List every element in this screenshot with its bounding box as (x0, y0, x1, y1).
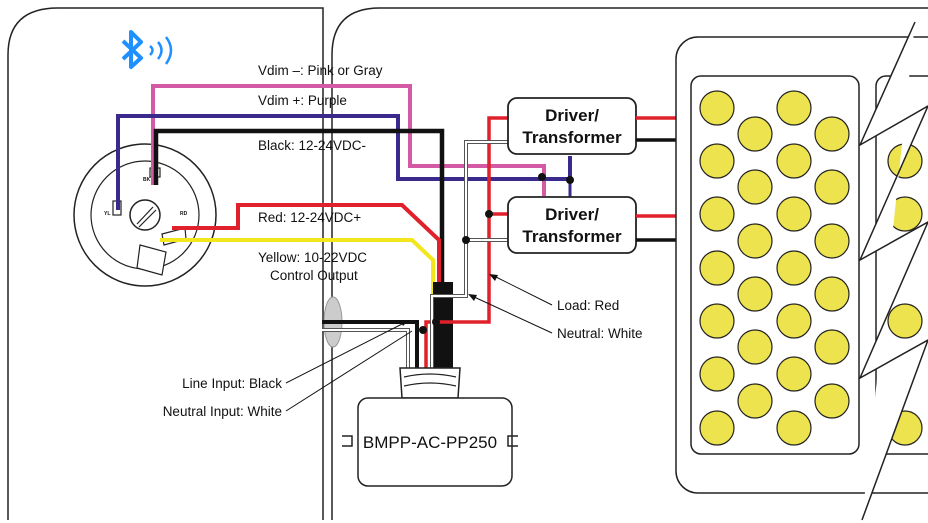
label-vdim-minus: Vdim –: Pink or Gray (258, 63, 383, 78)
led-chip (737, 223, 773, 259)
line-input-wire (322, 320, 419, 368)
led-chip (737, 276, 773, 312)
led-chip (776, 90, 812, 126)
vdim-minus-wire (151, 84, 546, 196)
red-dc-wire (172, 203, 441, 298)
sensor-receptacle: BK YL RD (73, 143, 217, 287)
driver-1: Driver/ Transformer (507, 97, 637, 155)
leader-lines (285, 275, 553, 412)
led-chip (699, 356, 735, 392)
led-chip (699, 196, 735, 232)
yellow-control-wire (160, 238, 435, 298)
led-chip (737, 169, 773, 205)
led-chip (814, 383, 850, 419)
led-chip (814, 276, 850, 312)
driver-1-title: Driver/ (545, 106, 599, 125)
led-chip (776, 196, 812, 232)
led-chip (699, 303, 735, 339)
bmpp-device: BMPP-AC-PP250 (342, 367, 518, 487)
driver-1-subtitle: Transformer (522, 128, 622, 147)
fixture-panel (331, 7, 928, 520)
led-chip (776, 250, 812, 286)
pin-label-rd: RD (180, 211, 188, 217)
bluetooth-icon (121, 30, 173, 69)
led-chip (699, 410, 735, 446)
vdim-plus-wire (116, 114, 572, 210)
arrow-heads (400, 274, 498, 326)
led-chip (737, 383, 773, 419)
led-chip (814, 116, 850, 152)
device-model-label: BMPP-AC-PP250 (363, 433, 497, 452)
led-chip (776, 410, 812, 446)
neutral-input-wire (322, 329, 409, 368)
led-chip (699, 143, 735, 179)
pin-label-yl: YL (104, 211, 110, 217)
label-vdim-plus: Vdim +: Purple (258, 93, 347, 108)
led-chip (814, 329, 850, 365)
black-dc-wire (153, 128, 445, 298)
led-chip (699, 90, 735, 126)
wire-bundle (433, 282, 453, 368)
pin-label-bk: BK (143, 177, 151, 183)
label-neutral: Neutral: White (557, 326, 643, 341)
led-board-1 (690, 75, 860, 455)
load-red-wire (424, 116, 510, 368)
led-chip (776, 356, 812, 392)
label-yellow-1: Yellow: 10-22VDC (258, 250, 367, 265)
label-line-input: Line Input: Black (182, 376, 282, 391)
driver-2: Driver/ Transformer (507, 196, 637, 254)
led-chip (887, 303, 923, 339)
driver-2-title: Driver/ (545, 205, 599, 224)
label-yellow-2: Control Output (270, 268, 358, 283)
led-chip (814, 223, 850, 259)
label-black: Black: 12-24VDC- (258, 138, 366, 153)
led-chip (699, 250, 735, 286)
driver-2-subtitle: Transformer (522, 227, 622, 246)
sensor-panel (7, 7, 324, 520)
label-neutral-input: Neutral Input: White (163, 404, 282, 419)
led-array (699, 90, 923, 446)
break-line (858, 21, 928, 521)
led-chip (776, 303, 812, 339)
junction-dots (419, 173, 574, 334)
led-chip (737, 329, 773, 365)
led-chip (737, 116, 773, 152)
led-chip (814, 169, 850, 205)
label-red: Red: 12-24VDC+ (258, 210, 361, 225)
label-load: Load: Red (557, 298, 619, 313)
led-chip (776, 143, 812, 179)
